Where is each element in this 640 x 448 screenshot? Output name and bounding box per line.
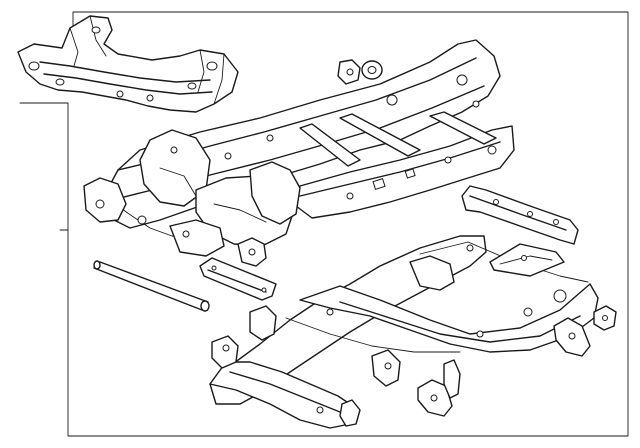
frame-rail-assembly — [209, 235, 599, 429]
round-tube-crossmember — [93, 260, 210, 312]
main-frame-assembly — [83, 39, 515, 257]
rear-crossmember-bracket — [461, 185, 579, 245]
diagram-frame — [19, 11, 629, 437]
mount-bracket — [237, 237, 267, 267]
bushing — [361, 60, 383, 80]
plate-bracket — [489, 243, 565, 277]
small-brackets — [339, 305, 617, 427]
front-crossmember-subassembly — [17, 15, 239, 113]
channel-crossmember — [199, 257, 277, 301]
small-clip — [337, 59, 361, 85]
